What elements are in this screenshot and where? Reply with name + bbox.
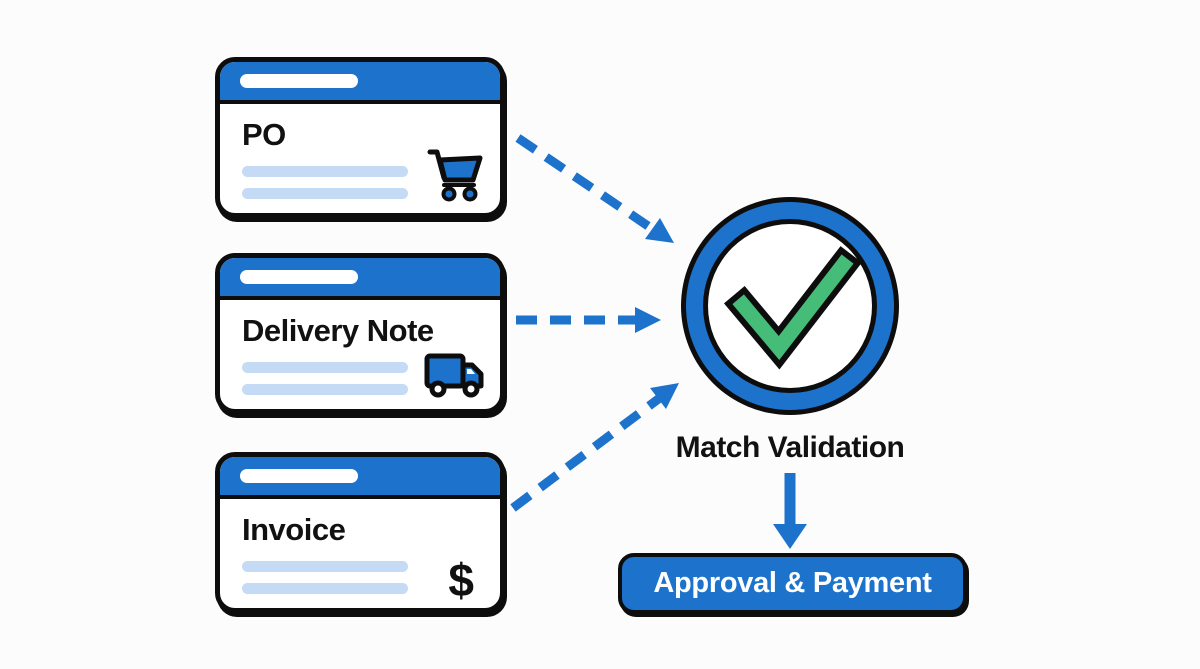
arrow-po-to-validation [515, 134, 674, 243]
placeholder-text-line [242, 188, 408, 199]
header-pill [240, 74, 358, 88]
arrow-delivery-note-to-validation [516, 307, 661, 333]
card-title: Invoice [242, 512, 346, 547]
approval-payment-node: Approval & Payment [618, 553, 967, 614]
card-header [220, 258, 500, 300]
document-card-invoice: Invoice $ [215, 452, 505, 613]
placeholder-text-line [242, 166, 408, 177]
placeholder-text-line [242, 362, 408, 373]
card-title: Delivery Note [242, 313, 434, 348]
placeholder-text-line [242, 583, 408, 594]
delivery-truck-icon [424, 349, 486, 399]
header-pill [240, 270, 358, 284]
document-card-delivery-note: Delivery Note [215, 253, 505, 414]
document-card-po: PO [215, 57, 505, 218]
card-title: PO [242, 117, 286, 152]
match-validation-label: Match Validation [675, 431, 905, 464]
check-circle-icon [681, 197, 899, 415]
arrow-validation-to-approval [773, 473, 807, 549]
header-pill [240, 469, 358, 483]
card-header [220, 457, 500, 499]
shopping-cart-icon [424, 147, 486, 203]
placeholder-text-line [242, 384, 408, 395]
dollar-sign-icon: $ [448, 554, 474, 607]
placeholder-text-line [242, 561, 408, 572]
card-header [220, 62, 500, 104]
